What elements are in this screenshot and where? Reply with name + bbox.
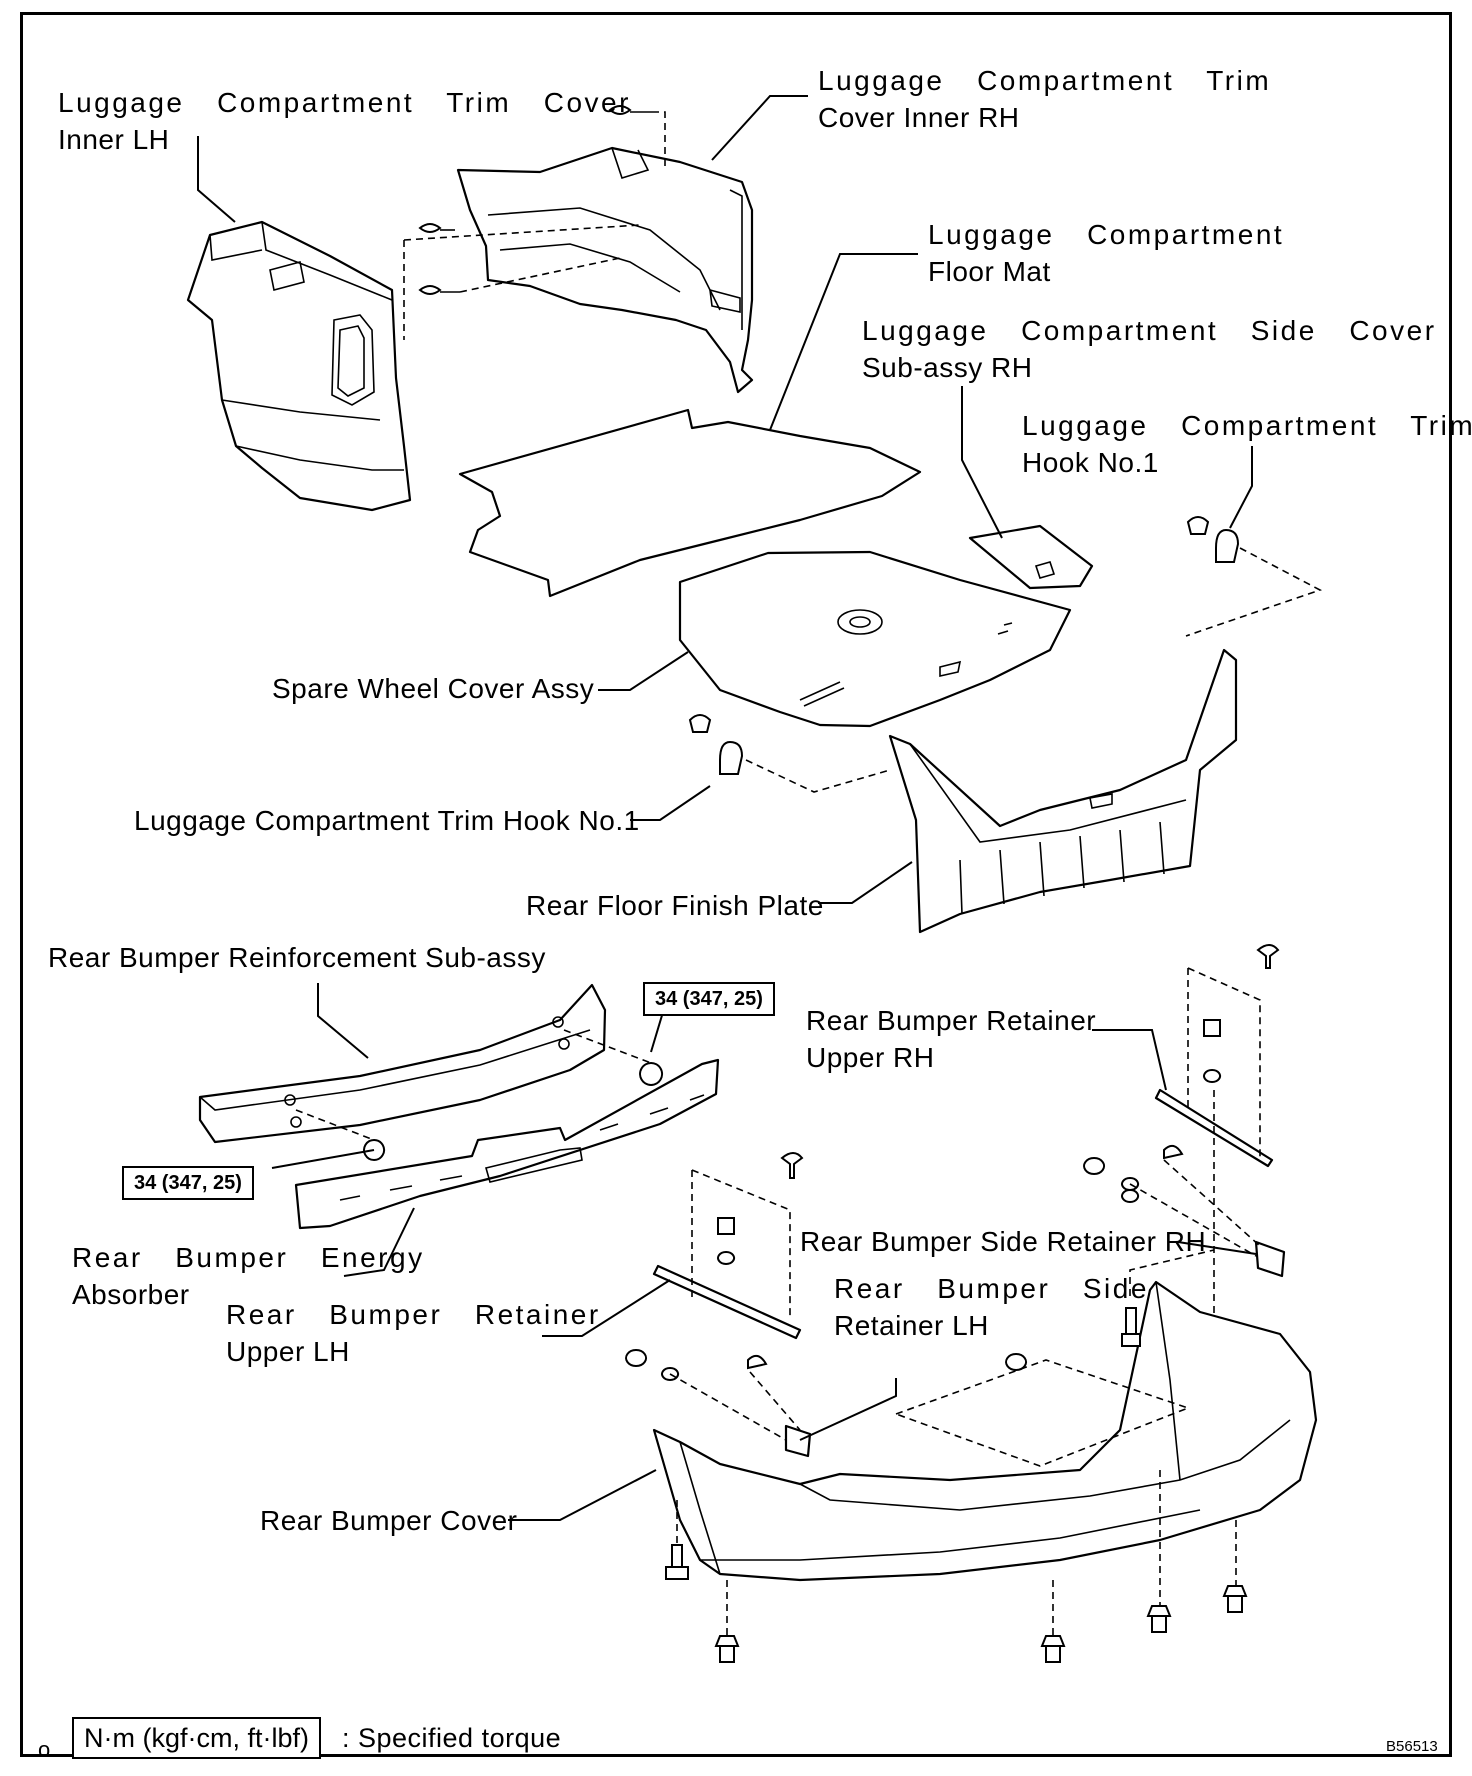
energy-absorber-part	[294, 1058, 720, 1230]
torque-spec-lower: 34 (347, 25)	[122, 1166, 254, 1200]
reinforcement-part	[198, 983, 607, 1144]
rear-bumper-cover-part	[652, 1189, 1318, 1582]
trim-cover-inner-rh-part	[456, 146, 754, 394]
label-retainer-upper-lh-line1: Rear Bumper Retainer	[226, 1299, 601, 1330]
label-side-cover-rh-line1: Luggage Compartment Side Cover	[862, 315, 1437, 346]
label-trim-cover-inner-lh-line1: Luggage Compartment Trim Cover	[58, 87, 631, 118]
label-side-retainer-rh: Rear Bumper Side Retainer RH	[800, 1226, 1207, 1257]
label-retainer-upper-rh-line1: Rear Bumper Retainer	[806, 1005, 1097, 1036]
label-energy-absorber-line1: Rear Bumper Energy	[72, 1242, 425, 1273]
side-retainers-part	[625, 1144, 1286, 1458]
label-trim-hook-lower: Luggage Compartment Trim Hook No.1	[134, 805, 640, 836]
floor-mat-part	[458, 408, 922, 598]
reinforcement-nuts	[295, 1029, 664, 1161]
diagram-frame	[20, 12, 1452, 1757]
trim-hook-parts	[688, 516, 1323, 793]
legend-text: : Specified torque	[342, 1723, 562, 1753]
legend-mark: o	[38, 1737, 51, 1762]
trim-cover-inner-lh-part	[186, 220, 412, 512]
label-reinforcement: Rear Bumper Reinforcement Sub-assy	[48, 942, 546, 973]
label-side-cover-rh-line2: Sub-assy RH	[862, 352, 1033, 383]
retainer-upper-rh-part	[1154, 944, 1280, 1420]
label-floor-mat-line2: Floor Mat	[928, 256, 1051, 287]
label-floor-mat-line1: Luggage Compartment	[928, 219, 1285, 250]
torque-spec-upper: 34 (347, 25)	[643, 982, 775, 1016]
label-side-retainer-lh-line2: Retainer LH	[834, 1310, 989, 1341]
label-trim-cover-inner-lh-line2: Inner LH	[58, 124, 170, 155]
label-side-retainer-lh-line1: Rear Bumper Side	[834, 1273, 1149, 1304]
label-trim-cover-inner-rh-line1: Luggage Compartment Trim	[818, 65, 1272, 96]
bumper-lower-clips	[665, 1470, 1248, 1663]
rear-floor-finish-plate-part	[888, 648, 1238, 934]
label-retainer-upper-rh-line2: Upper RH	[806, 1042, 935, 1073]
label-trim-cover-inner-rh-line2: Cover Inner RH	[818, 102, 1020, 133]
label-retainer-upper-lh-line2: Upper LH	[226, 1336, 350, 1367]
spare-wheel-cover-part	[678, 550, 1072, 728]
label-spare-wheel-cover: Spare Wheel Cover Assy	[272, 673, 595, 704]
trim-cover-screws	[403, 105, 666, 340]
legend-torque-unit-box: N·m (kgf·cm, ft·lbf)	[72, 1717, 321, 1759]
figure-id: B56513	[1386, 1738, 1438, 1755]
label-energy-absorber-line2: Absorber	[72, 1279, 190, 1310]
side-cover-rh-part	[968, 524, 1094, 590]
label-rear-floor-finish-plate: Rear Floor Finish Plate	[526, 890, 824, 921]
retainer-upper-lh-part	[652, 1152, 804, 1340]
label-trim-hook-upper-line1: Luggage Compartment Trim	[1022, 410, 1472, 441]
label-bumper-cover: Rear Bumper Cover	[260, 1505, 518, 1536]
label-trim-hook-upper-line2: Hook No.1	[1022, 447, 1159, 478]
leader-lines	[197, 95, 1257, 1521]
